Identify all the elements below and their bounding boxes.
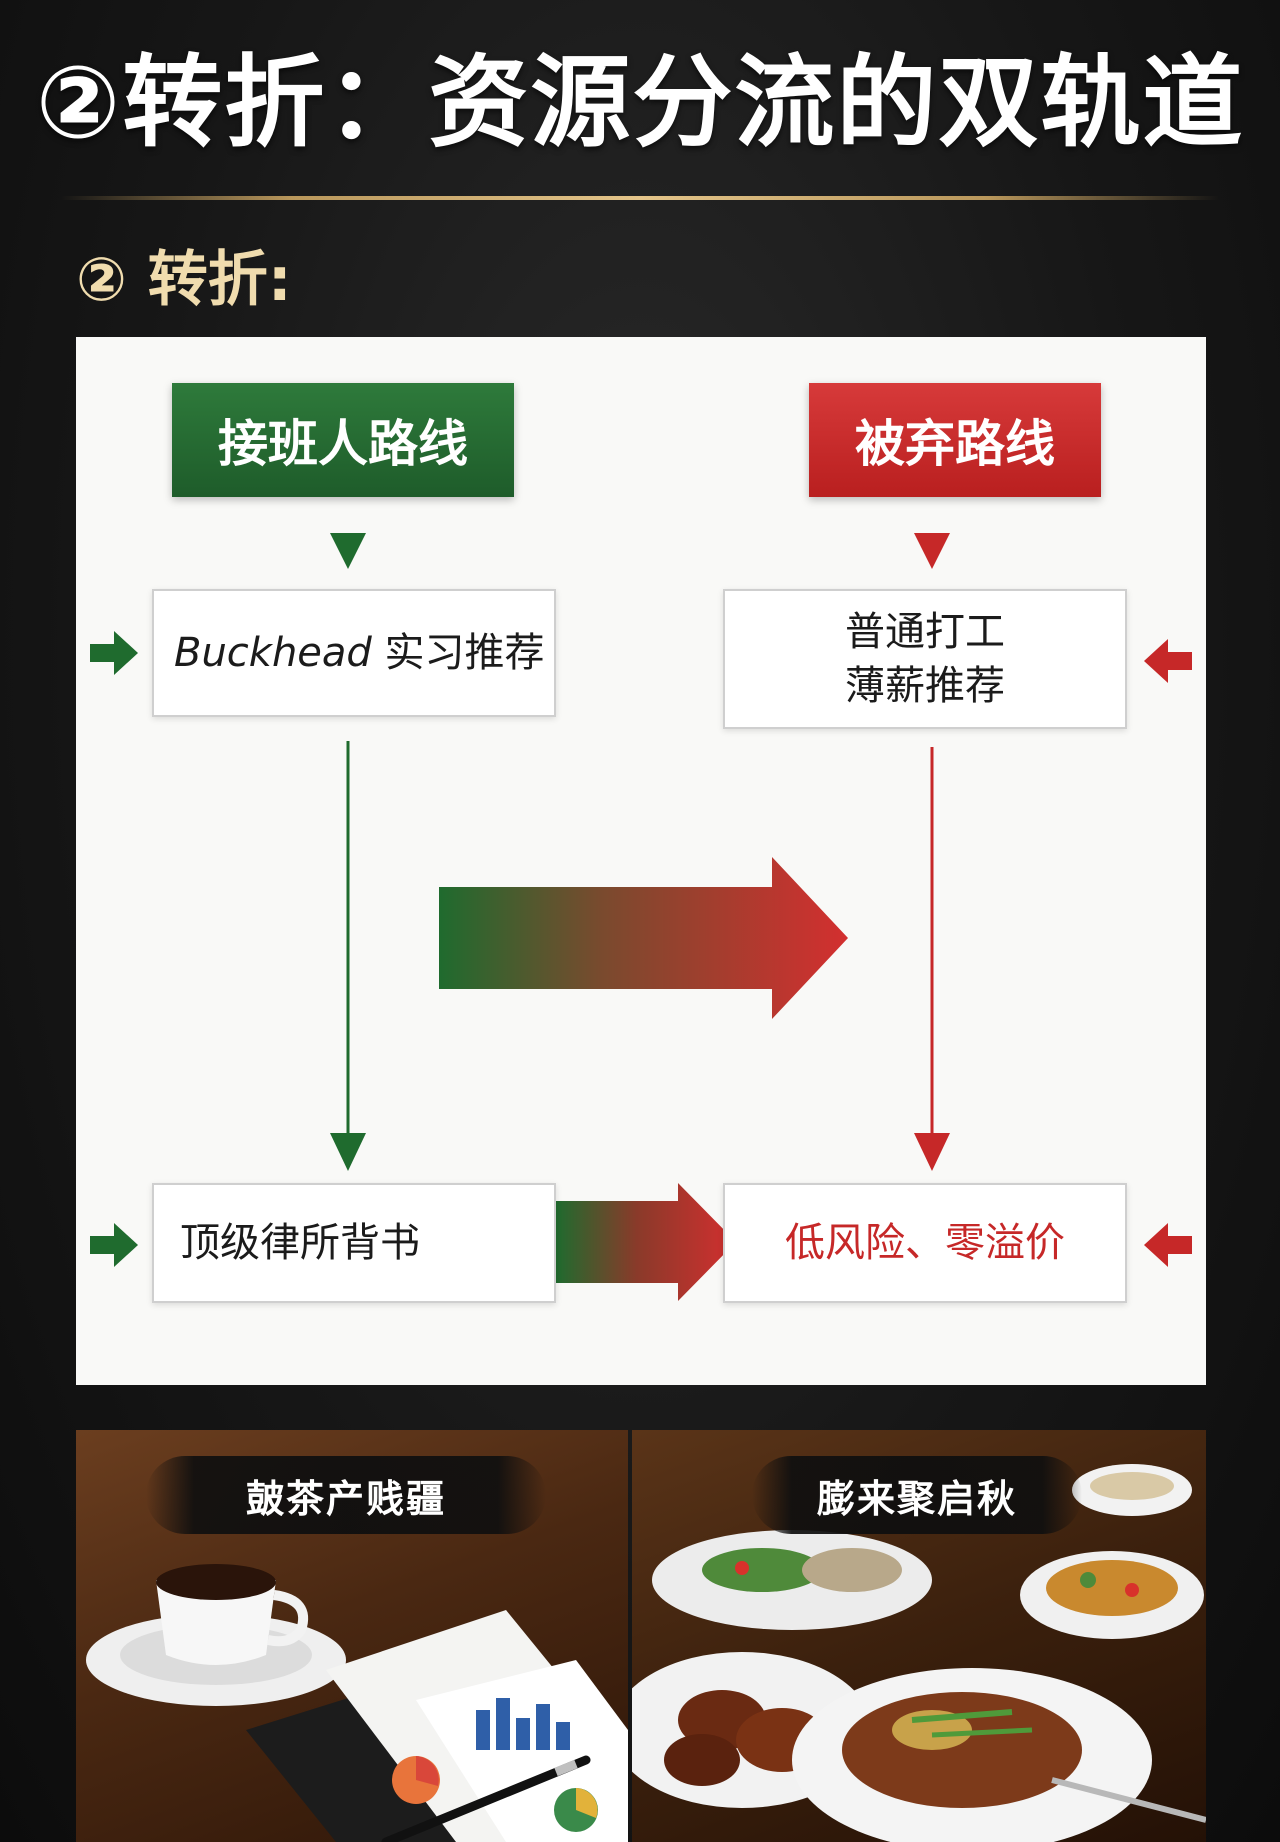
abandoned-route-header: 被弃路线: [809, 383, 1101, 497]
main-title: ②转折：资源分流的双轨道: [35, 44, 1245, 161]
internship-brand: Buckhead: [174, 630, 372, 676]
low-risk-box: 低风险、零溢价: [723, 1183, 1127, 1303]
gold-divider: [60, 196, 1220, 200]
ordinary-job-line1: 普通打工: [845, 609, 1005, 655]
diagram-panel: 接班人路线 被弃路线 Buckhead 实习推荐 普通打工 薄薪推荐 顶级律所背…: [76, 337, 1206, 1385]
dishes-photo: 膨来聚启秋: [632, 1430, 1206, 1842]
right-vertical-arrowhead: [914, 1133, 950, 1171]
left-photo-caption: 皷茶产贱疆: [146, 1456, 546, 1534]
coffee-documents-photo: 皷茶产贱疆: [76, 1430, 628, 1842]
law-firm-endorsement-box: 顶级律所背书: [152, 1183, 556, 1303]
bottom-transfer-arrow: [556, 1183, 736, 1301]
internship-recommendation-box: Buckhead 实习推荐: [152, 589, 556, 717]
internship-label: 实习推荐: [371, 630, 545, 676]
red-down-triangle: [914, 533, 950, 569]
left-vertical-arrowhead: [330, 1133, 366, 1171]
left-top-side-arrow: [90, 631, 138, 675]
successor-route-header: 接班人路线: [172, 383, 514, 497]
diagram-connectors: [90, 438, 1192, 1301]
green-down-triangle: [330, 533, 366, 569]
left-bottom-side-arrow: [90, 1223, 138, 1267]
ordinary-job-box: 普通打工 薄薪推荐: [723, 589, 1127, 729]
dishes-scene: [632, 1464, 1206, 1842]
low-risk-label: 低风险、零溢价: [785, 1220, 1065, 1266]
right-bottom-side-arrow: [1144, 1223, 1192, 1267]
right-photo-caption: 膨来聚启秋: [752, 1456, 1082, 1534]
right-top-side-arrow: [1144, 639, 1192, 683]
coffee-documents-scene: [86, 1564, 628, 1842]
big-transfer-arrow: [439, 857, 848, 1019]
section-label: ② 转折:: [76, 245, 292, 315]
ordinary-job-line2: 薄薪推荐: [845, 663, 1005, 709]
law-firm-endorsement-label: 顶级律所背书: [180, 1220, 420, 1266]
photo-strip: 皷茶产贱疆: [76, 1430, 1206, 1842]
